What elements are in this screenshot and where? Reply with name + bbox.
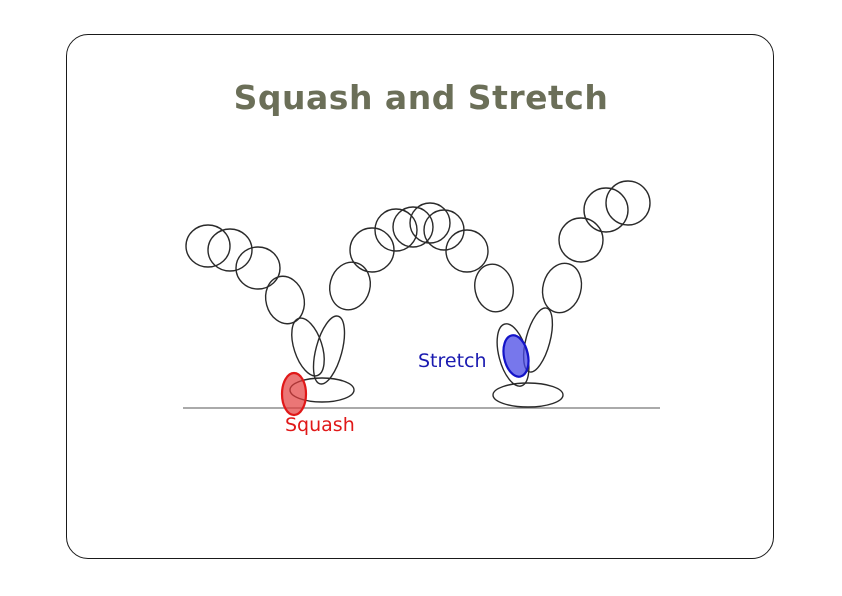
- ball-frame: [392, 206, 434, 248]
- ball-frame: [522, 307, 554, 373]
- squash-highlight: [280, 371, 308, 417]
- slide-title: Squash and Stretch: [233, 78, 609, 117]
- ball-frame: [541, 262, 583, 314]
- ball-frame: [558, 217, 604, 263]
- ball-frame: [349, 227, 395, 273]
- ball-frame: [583, 187, 629, 233]
- ball-frame: [264, 275, 306, 325]
- ball-frame: [423, 209, 465, 251]
- ball-frame: [474, 263, 514, 313]
- ball-frame: [445, 229, 489, 273]
- stretch-highlight: [502, 334, 530, 378]
- squash-label: Squash: [285, 414, 355, 436]
- ball-frame: [235, 246, 281, 290]
- ball-frame: [312, 315, 346, 385]
- ball-frame-squash-pad: [492, 382, 564, 408]
- stretch-label: Stretch: [418, 350, 487, 372]
- ball-sketch-group: [185, 180, 651, 408]
- ball-frame: [185, 224, 231, 268]
- ball-frame: [329, 261, 371, 311]
- ball-frame: [605, 180, 651, 226]
- slide-frame: [66, 34, 774, 559]
- ball-frame: [409, 202, 451, 244]
- ball-frame: [207, 228, 253, 272]
- ball-frame: [291, 317, 325, 377]
- ball-frame: [374, 208, 418, 252]
